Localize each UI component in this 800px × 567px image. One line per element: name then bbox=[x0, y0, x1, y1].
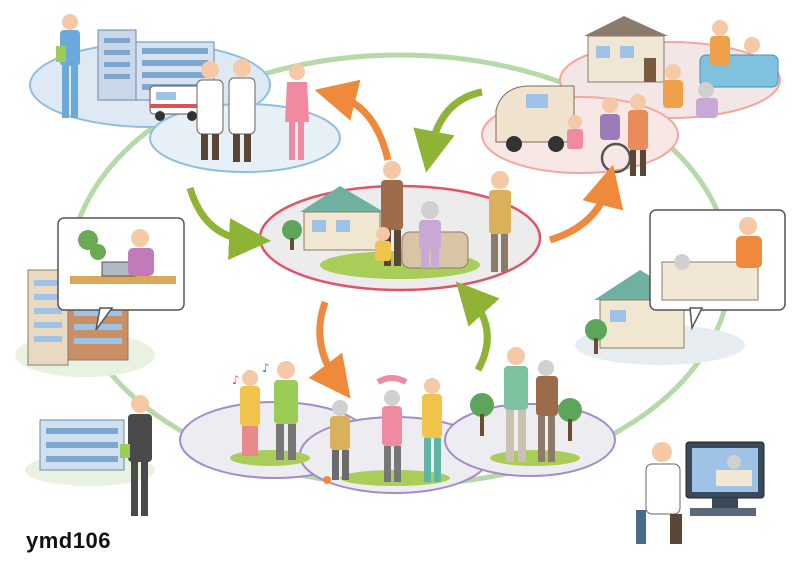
ambulance-icon bbox=[149, 85, 203, 121]
support-staff-icon bbox=[120, 395, 152, 516]
arrow-care-to-home bbox=[413, 88, 483, 173]
care-house-icon bbox=[584, 16, 668, 83]
grandfather-icon bbox=[489, 171, 511, 272]
telemedicine-scene bbox=[636, 441, 765, 544]
arrow-community-to-home bbox=[455, 281, 500, 372]
karaoke-icon: ♪ ♪ bbox=[232, 361, 298, 460]
welfare-van-icon bbox=[495, 85, 575, 152]
caregiver-icon bbox=[736, 217, 762, 268]
home-visit-scene bbox=[575, 209, 786, 365]
arrow-home-to-care bbox=[548, 164, 624, 244]
bath-care-icon bbox=[699, 20, 779, 88]
nurse-icon bbox=[56, 14, 80, 118]
walking-assist-icon bbox=[504, 347, 558, 462]
flow-arrows bbox=[186, 79, 624, 399]
arrow-home-to-hospital bbox=[314, 79, 392, 161]
support-office-scene bbox=[25, 395, 155, 516]
remote-work-bubble bbox=[57, 217, 185, 331]
svg-text:♪: ♪ bbox=[262, 361, 270, 375]
image-code-label: ymd106 bbox=[26, 528, 111, 553]
home-care-scene bbox=[481, 16, 781, 176]
arrow-hospital-to-home bbox=[186, 186, 271, 261]
meal-assist-icon bbox=[663, 64, 718, 118]
exercise-icon bbox=[376, 375, 442, 482]
bed-patient-icon bbox=[661, 254, 759, 301]
gateball-icon bbox=[323, 400, 350, 484]
child-icon bbox=[567, 115, 583, 149]
visit-bubble bbox=[649, 209, 786, 331]
office-scene bbox=[15, 217, 185, 377]
home-scene bbox=[258, 161, 542, 292]
nurse-pink-icon bbox=[285, 64, 309, 160]
wheelchair-icon bbox=[600, 94, 648, 176]
child-center-icon bbox=[375, 227, 391, 261]
hospital-scene bbox=[29, 14, 341, 173]
arrow-home-to-community bbox=[308, 300, 351, 399]
svg-text:♪: ♪ bbox=[232, 373, 240, 387]
community-scene: ♪ ♪ bbox=[179, 347, 616, 494]
doctor-icon bbox=[196, 59, 256, 162]
doctor-monitor-icon bbox=[636, 441, 765, 544]
